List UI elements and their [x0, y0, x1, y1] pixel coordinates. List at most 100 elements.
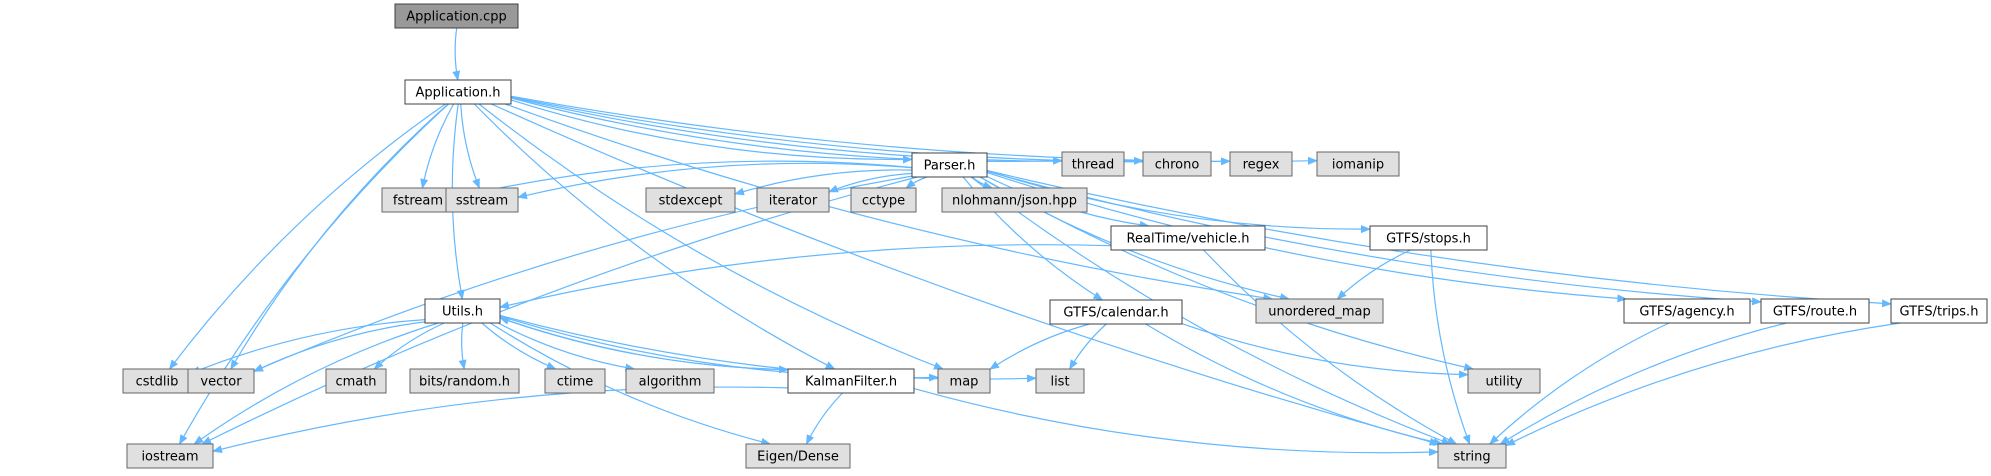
edge-gtfs_calendar-to-list	[1069, 323, 1107, 370]
node-iostream: iostream	[126, 443, 214, 469]
edge-utils_h-to-map	[499, 315, 939, 382]
node-label: GTFS/route.h	[1773, 305, 1857, 320]
node-label: stdexcept	[659, 194, 723, 209]
node-label: iomanip	[1332, 158, 1384, 173]
node-box	[1316, 151, 1400, 177]
edge-parser_h-to-iterator	[828, 172, 913, 193]
node-label: utility	[1486, 375, 1523, 390]
node-box	[645, 187, 736, 213]
node-cstdlib: cstdlib	[122, 368, 192, 394]
edge-application_h-to-fstream	[420, 103, 455, 189]
node-gtfs-calendar[interactable]: GTFS/calendar.h	[1049, 299, 1183, 325]
node-fstream: fstream	[381, 187, 455, 213]
edge-application_h-to-parser_h	[510, 99, 913, 164]
node-regex: regex	[1229, 151, 1293, 177]
edge-parser_h-to-utility	[980, 176, 1475, 371]
node-label: GTFS/calendar.h	[1063, 306, 1168, 321]
node-kalman[interactable]: KalmanFilter.h	[787, 368, 915, 394]
node-label: sstream	[456, 194, 508, 209]
node-box	[941, 187, 1088, 213]
node-utils-h[interactable]: Utils.h	[424, 298, 501, 324]
node-stdexcept: stdexcept	[645, 187, 736, 213]
edge-parser_h-to-gtfs_trips	[986, 169, 1892, 308]
node-label: iostream	[141, 450, 198, 465]
node-gtfs-agency[interactable]: GTFS/agency.h	[1623, 298, 1751, 324]
edge-utils_h-to-algorithm	[497, 322, 636, 372]
node-box	[1061, 151, 1125, 177]
node-box	[187, 368, 255, 394]
edge-parser_h-to-fstream	[453, 160, 913, 200]
node-box	[1049, 299, 1183, 325]
node-label: Eigen/Dense	[757, 450, 839, 465]
edge-parser_h-to-gtfs_stops	[986, 170, 1371, 234]
node-box	[937, 368, 991, 394]
edge-application_h-to-cstdlib	[168, 103, 446, 370]
node-label: string	[1453, 450, 1490, 465]
node-nlohmann-json: nlohmann/json.hpp	[941, 187, 1088, 213]
edge-parser_h-to-sstream	[517, 162, 913, 200]
node-box	[409, 368, 520, 394]
edge-gtfs_agency-to-string	[1489, 322, 1670, 445]
node-box	[1760, 298, 1870, 324]
node-box	[1229, 151, 1293, 177]
edge-kalman-to-iostream	[212, 386, 789, 453]
edge-gtfs_calendar-to-utility	[1181, 323, 1469, 379]
edge-application_cpp-to-application_h	[452, 27, 461, 81]
node-label: GTFS/stops.h	[1386, 232, 1471, 247]
edge-application_h-to-chrono	[510, 96, 1144, 165]
edge-application_h-to-thread	[510, 97, 1063, 165]
edge-gtfs_stops-to-string	[1430, 249, 1471, 445]
node-box	[381, 187, 455, 213]
node-box	[1035, 368, 1085, 394]
node-vector: vector	[187, 368, 255, 394]
edge-application_h-to-unordered_map	[504, 103, 1274, 302]
node-gtfs-route[interactable]: GTFS/route.h	[1760, 298, 1870, 324]
edge-parser_h-to-stdexcept	[734, 169, 913, 196]
node-label: cctype	[862, 194, 905, 209]
edge-utils_h-to-bits_random	[458, 322, 467, 370]
node-cmath: cmath	[325, 368, 387, 394]
node-box	[325, 368, 387, 394]
node-application-h[interactable]: Application.h	[404, 79, 512, 105]
node-gtfs-trips[interactable]: GTFS/trips.h	[1890, 298, 1988, 324]
node-label: algorithm	[639, 375, 702, 390]
node-box	[787, 368, 915, 394]
node-algorithm: algorithm	[625, 368, 715, 394]
node-list: list	[1035, 368, 1085, 394]
edge-parser_h-to-cctype	[905, 176, 928, 189]
node-label: Parser.h	[924, 159, 976, 174]
node-box	[1142, 151, 1212, 177]
node-realtime-vehicle[interactable]: RealTime/vehicle.h	[1110, 225, 1266, 251]
edge-utils_h-to-cmath	[373, 322, 445, 370]
edge-application_h-to-map	[478, 103, 944, 370]
node-application-cpp[interactable]: Application.cpp	[394, 3, 519, 29]
node-box	[1890, 298, 1988, 324]
edge-kalman-to-utils_h	[499, 316, 789, 371]
node-box	[424, 298, 501, 324]
edge-realtime_vehicle-to-utils_h	[499, 244, 1112, 310]
node-label: map	[950, 375, 979, 390]
node-label: ctime	[557, 375, 594, 390]
node-label: Utils.h	[442, 305, 483, 320]
node-gtfs-stops[interactable]: GTFS/stops.h	[1369, 225, 1488, 251]
node-box	[756, 187, 830, 213]
node-parser-h[interactable]: Parser.h	[911, 152, 988, 178]
node-box	[1255, 298, 1384, 324]
edge-utils_h-to-ctime	[481, 322, 557, 370]
edge-kalman-to-eigen_dense	[805, 392, 843, 445]
node-label: fstream	[393, 194, 443, 209]
node-box	[1437, 443, 1507, 469]
node-box	[445, 187, 519, 213]
node-box	[1369, 225, 1488, 251]
node-label: GTFS/agency.h	[1639, 305, 1734, 320]
node-box	[394, 3, 519, 29]
node-label: unordered_map	[1268, 305, 1371, 320]
node-box	[745, 443, 851, 469]
node-ctime: ctime	[544, 368, 606, 394]
node-label: chrono	[1155, 158, 1200, 173]
node-box	[625, 368, 715, 394]
node-sstream: sstream	[445, 187, 519, 213]
edge-utils_h-to-cstdlib	[190, 319, 426, 374]
